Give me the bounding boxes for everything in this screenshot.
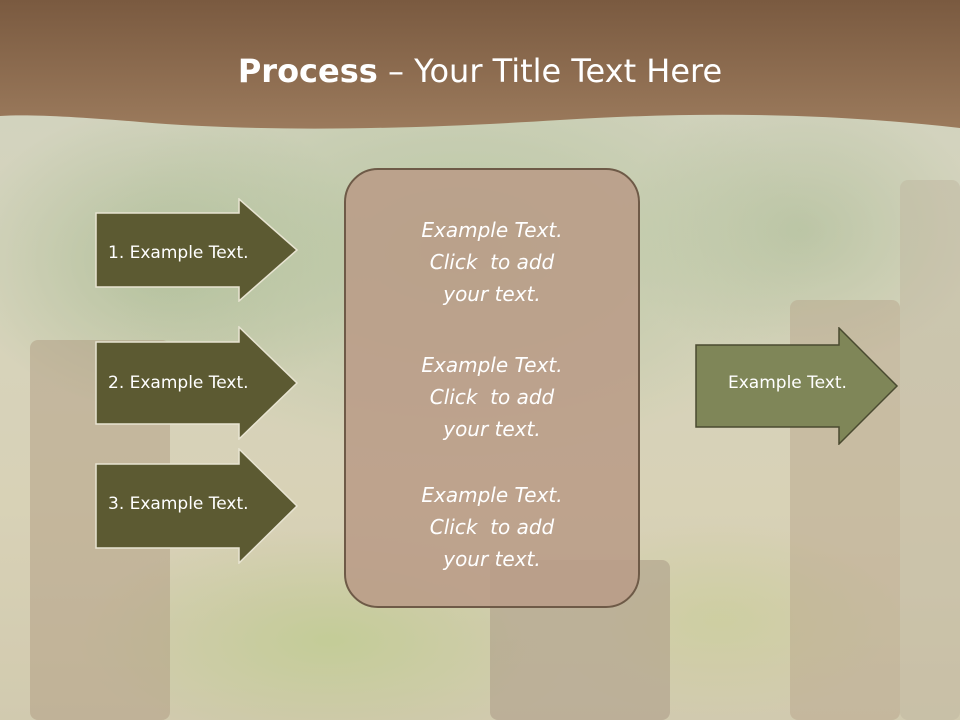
center-block-3-line-3: your text. bbox=[443, 547, 541, 571]
left-arrow-3[interactable]: 3. Example Text. bbox=[95, 448, 300, 564]
center-block-1-line-3: your text. bbox=[443, 282, 541, 306]
center-block-2-line-1: Example Text. bbox=[421, 353, 563, 377]
page-title: Process – Your Title Text Here bbox=[0, 52, 960, 90]
center-block-2-line-2: Click to add bbox=[429, 385, 555, 409]
title-band bbox=[0, 0, 960, 140]
center-block-1-line-2: Click to add bbox=[429, 250, 555, 274]
center-text-block-1[interactable]: Example Text. Click to add your text. bbox=[346, 214, 638, 310]
left-arrow-2[interactable]: 2. Example Text. bbox=[95, 326, 300, 440]
left-arrow-1[interactable]: 1. Example Text. bbox=[95, 198, 300, 302]
title-bold: Process bbox=[237, 52, 378, 90]
left-arrow-3-label: 3. Example Text. bbox=[108, 494, 249, 514]
center-text-block-3[interactable]: Example Text. Click to add your text. bbox=[346, 479, 638, 575]
center-block-3-line-2: Click to add bbox=[429, 515, 555, 539]
center-text-box[interactable]: Example Text. Click to add your text. Ex… bbox=[344, 168, 640, 608]
left-arrow-2-label: 2. Example Text. bbox=[108, 373, 249, 393]
right-arrow-label: Example Text. bbox=[728, 373, 847, 393]
center-block-2-line-3: your text. bbox=[443, 417, 541, 441]
left-arrow-1-label: 1. Example Text. bbox=[108, 243, 249, 263]
center-block-3-line-1: Example Text. bbox=[421, 483, 563, 507]
center-text-block-2[interactable]: Example Text. Click to add your text. bbox=[346, 349, 638, 445]
title-rest: – Your Title Text Here bbox=[377, 52, 723, 90]
center-block-1-line-1: Example Text. bbox=[421, 218, 563, 242]
right-arrow[interactable]: Example Text. bbox=[695, 327, 900, 445]
